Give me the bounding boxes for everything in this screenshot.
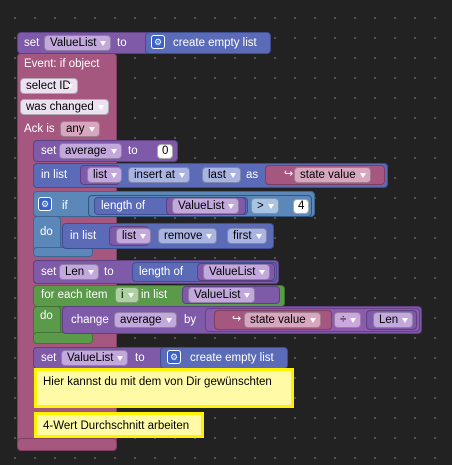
four-number-field[interactable]: 4 xyxy=(293,199,310,214)
to-label: to xyxy=(135,352,145,364)
remove-dropdown[interactable]: remove xyxy=(158,228,218,244)
event-block-bottom xyxy=(17,438,117,451)
ack-label: Ack is xyxy=(24,123,55,135)
change-label: change xyxy=(71,314,109,326)
list-var-dropdown[interactable]: list xyxy=(116,228,152,244)
valuelist-var-dropdown[interactable]: ValueList xyxy=(188,287,256,303)
event-label: Event: if object xyxy=(24,58,100,70)
for-each-label: for each item xyxy=(41,289,108,301)
was-changed-dropdown[interactable]: was changed xyxy=(20,99,109,115)
select-id-field[interactable]: select ID xyxy=(20,78,78,94)
create-empty-list-block[interactable] xyxy=(145,32,271,54)
set-label: set xyxy=(41,266,57,278)
return-arrow-icon: ↪ xyxy=(284,168,294,180)
length-of-label: length of xyxy=(101,200,146,212)
in-list-label: in list xyxy=(41,169,68,181)
divide-operator-dropdown[interactable]: ÷ xyxy=(334,312,362,328)
valuelist-var-dropdown[interactable]: ValueList xyxy=(44,35,112,51)
len-var-dropdown[interactable]: Len xyxy=(59,264,100,280)
comment-line-1[interactable]: Hier kannst du mit dem von Dir gewünscht… xyxy=(34,368,294,408)
by-label: by xyxy=(184,314,197,326)
state-value-dropdown[interactable]: state value xyxy=(294,167,371,183)
do-label: do xyxy=(40,226,53,238)
list-var-dropdown[interactable]: list xyxy=(87,167,123,183)
gear-icon[interactable]: ⚙ xyxy=(167,350,181,364)
valuelist-var-dropdown[interactable]: ValueList xyxy=(172,198,240,214)
gear-icon[interactable]: ⚙ xyxy=(38,197,52,211)
valuelist-var-dropdown[interactable]: ValueList xyxy=(203,264,271,280)
length-of-label: length of xyxy=(139,266,184,278)
average-var-dropdown[interactable]: average xyxy=(114,312,177,328)
len-var-dropdown[interactable]: Len xyxy=(373,312,414,328)
create-empty-list-label: create empty list xyxy=(190,352,274,364)
last-dropdown[interactable]: last xyxy=(202,167,241,183)
set-label: set xyxy=(41,352,57,364)
comment-line-2[interactable]: 4-Wert Durchschnitt arbeiten xyxy=(34,412,204,438)
operator-dropdown[interactable]: > xyxy=(251,198,279,214)
state-value-dropdown[interactable]: state value xyxy=(244,312,321,328)
in-list-label: in list xyxy=(141,289,168,301)
to-label: to xyxy=(128,145,138,157)
if-label: if xyxy=(62,200,68,212)
set-label: set xyxy=(24,37,40,49)
as-label: as xyxy=(246,169,259,181)
first-dropdown[interactable]: first xyxy=(227,228,267,244)
gear-icon[interactable]: ⚙ xyxy=(151,35,165,49)
to-label: to xyxy=(104,266,114,278)
do-label: do xyxy=(40,310,53,322)
to-label: to xyxy=(117,37,127,49)
in-list-label: in list xyxy=(70,230,97,242)
ack-dropdown[interactable]: any xyxy=(60,121,100,137)
set-label: set xyxy=(41,145,57,157)
average-var-dropdown[interactable]: average xyxy=(59,143,122,159)
loop-var-dropdown[interactable]: i xyxy=(115,287,139,303)
return-arrow-icon: ↪ xyxy=(232,313,242,325)
create-empty-list-label: create empty list xyxy=(173,37,257,49)
valuelist-var-dropdown[interactable]: ValueList xyxy=(61,350,129,366)
insert-at-dropdown[interactable]: insert at xyxy=(128,167,190,183)
zero-number-field[interactable]: 0 xyxy=(157,144,174,159)
